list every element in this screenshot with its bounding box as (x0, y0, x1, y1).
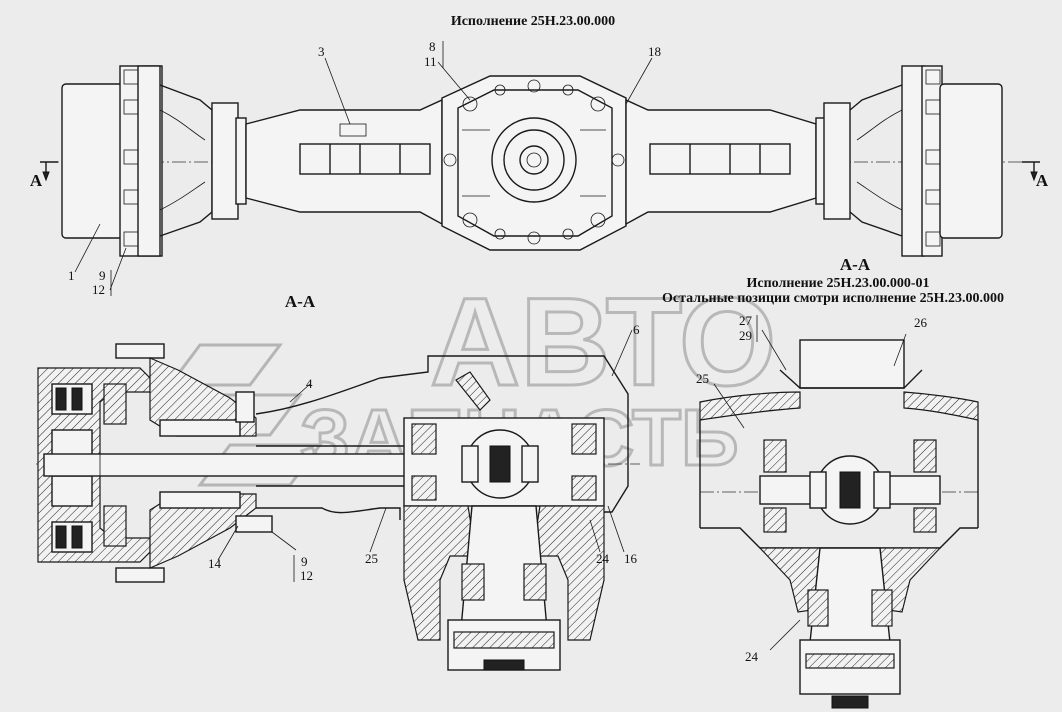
callout-16: 16 (624, 551, 638, 566)
section-label-right: А-А (840, 255, 871, 274)
callout-12-top: 12 (92, 282, 105, 297)
callout-27: 27 (739, 313, 753, 328)
watermark-text-line1: АВТО (430, 273, 776, 412)
callout-26: 26 (914, 315, 928, 330)
callout-labels: 1 3 8 11 18 9 12 4 6 14 9 12 25 24 16 27… (68, 39, 928, 664)
main-title: Исполнение 25Н.23.00.000 (451, 14, 615, 29)
callout-9-bottom: 9 (301, 554, 308, 569)
axle-top-view (40, 57, 1040, 291)
callout-24-left: 24 (596, 551, 610, 566)
callout-11: 11 (424, 54, 437, 69)
callout-14: 14 (208, 556, 222, 571)
callout-4: 4 (306, 376, 313, 391)
callout-29: 29 (739, 328, 752, 343)
callout-6: 6 (633, 322, 640, 337)
callout-9-top: 9 (99, 268, 106, 283)
callout-18: 18 (648, 44, 661, 59)
section-view-left (36, 329, 640, 671)
callout-25-left: 25 (365, 551, 378, 566)
callout-24-right: 24 (745, 649, 759, 664)
variant-title: Исполнение 25Н.23.00.000-01 (746, 276, 929, 291)
callout-25-right: 25 (696, 371, 709, 386)
callout-8: 8 (429, 39, 436, 54)
callout-1: 1 (68, 268, 75, 283)
section-arrow-label-left: А (30, 171, 43, 190)
callout-3: 3 (318, 44, 325, 59)
section-label-left: А-А (285, 292, 316, 311)
callout-bars (110, 41, 758, 582)
watermark-logo: АВТО ЗАПЧАСТЬ (167, 272, 778, 487)
variant-note: Остальные позиции смотри исполнение 25Н.… (662, 291, 1004, 306)
section-view-right (699, 329, 979, 709)
callout-12-bottom: 12 (300, 568, 313, 583)
section-arrow-label-right: А (1036, 171, 1049, 190)
